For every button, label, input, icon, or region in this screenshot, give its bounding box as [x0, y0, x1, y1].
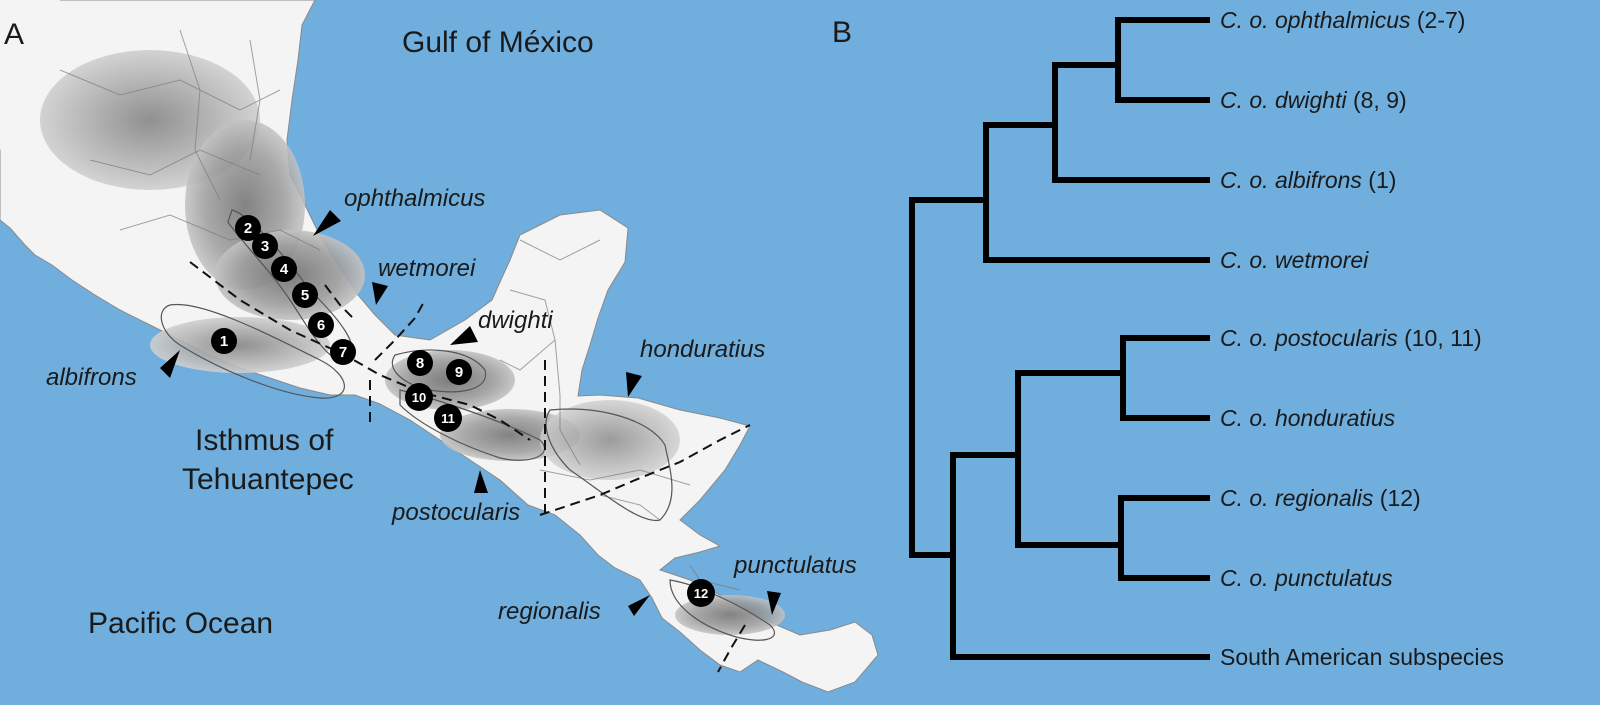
sierra-madre-sur — [150, 317, 330, 373]
panel-a-label: A — [4, 18, 24, 51]
map-panel: 1 2 3 4 5 6 7 8 9 10 11 12 A Gulf of — [0, 0, 879, 693]
arrow-regionalis — [628, 595, 650, 616]
arrow-wetmorei — [372, 282, 388, 305]
tree-panel: B — [832, 7, 1504, 670]
honduras-highlands — [540, 400, 680, 480]
svg-text:11: 11 — [441, 411, 455, 426]
label-regionalis: regionalis — [498, 598, 601, 625]
tip-label-ophthalmicus: C. o. ophthalmicus (2-7) — [1220, 7, 1465, 33]
gulf-label: Gulf of México — [402, 26, 594, 59]
tip-label-postocularis: C. o. postocularis (10, 11) — [1220, 325, 1482, 351]
svg-text:3: 3 — [261, 238, 269, 255]
site-markers: 1 2 3 4 5 6 7 8 9 10 11 12 — [211, 215, 715, 607]
arrow-ophthalmicus — [313, 210, 341, 236]
label-albifrons: albifrons — [46, 364, 137, 391]
svg-text:6: 6 — [317, 317, 325, 334]
site-marker-12: 12 — [687, 579, 715, 607]
svg-text:5: 5 — [301, 287, 309, 304]
site-marker-7: 7 — [330, 339, 356, 365]
arrow-albifrons — [160, 350, 180, 378]
arrow-postocularis — [474, 470, 488, 493]
site-marker-11: 11 — [434, 404, 462, 432]
site-marker-6: 6 — [308, 312, 334, 338]
svg-text:4: 4 — [280, 261, 289, 278]
baja-fragment — [0, 0, 60, 150]
site-marker-3: 3 — [252, 233, 278, 259]
label-ophthalmicus: ophthalmicus — [344, 185, 485, 212]
tip-label-wetmorei: C. o. wetmorei — [1220, 247, 1369, 273]
label-punctulatus: punctulatus — [733, 552, 857, 579]
panel-b-label: B — [832, 16, 852, 49]
site-marker-5: 5 — [292, 282, 318, 308]
label-wetmorei: wetmorei — [378, 255, 476, 282]
label-honduratius: honduratius — [640, 336, 765, 363]
svg-text:12: 12 — [694, 586, 708, 601]
barrier-lines — [189, 261, 751, 673]
arrow-dwighti — [450, 326, 478, 345]
pointer-arrows — [160, 210, 781, 616]
label-postocularis: postocularis — [391, 499, 520, 526]
tip-label-honduratius: C. o. honduratius — [1220, 405, 1396, 431]
arrow-punctulatus — [767, 591, 781, 615]
site-marker-1: 1 — [211, 328, 237, 354]
site-marker-9: 9 — [446, 359, 472, 385]
svg-text:9: 9 — [455, 364, 463, 381]
pacific-label: Pacific Ocean — [88, 607, 273, 640]
tree-tip-labels: C. o. ophthalmicus (2-7) C. o. dwighti (… — [1220, 7, 1504, 670]
tip-label-punctulatus: C. o. punctulatus — [1220, 565, 1393, 591]
tip-label-dwighti: C. o. dwighti (8, 9) — [1220, 87, 1407, 113]
svg-text:1: 1 — [220, 333, 228, 350]
tip-label-south-american: South American subspecies — [1220, 644, 1504, 670]
tree-branches — [909, 17, 1210, 660]
isthmus-label-line1: Isthmus of — [195, 424, 334, 457]
svg-text:7: 7 — [339, 344, 347, 361]
state-borders — [59, 29, 741, 591]
svg-text:10: 10 — [412, 390, 426, 405]
arrow-honduratius — [626, 372, 642, 397]
svg-text:8: 8 — [416, 355, 424, 372]
site-marker-8: 8 — [407, 350, 433, 376]
site-marker-10: 10 — [405, 383, 433, 411]
isthmus-label-line2: Tehuantepec — [182, 463, 354, 496]
tip-label-albifrons: C. o. albifrons (1) — [1220, 167, 1396, 193]
tip-label-regionalis: C. o. regionalis (12) — [1220, 485, 1421, 511]
svg-text:2: 2 — [244, 220, 252, 237]
label-dwighti: dwighti — [478, 307, 553, 334]
site-marker-2: 2 — [235, 215, 261, 241]
site-marker-4: 4 — [271, 256, 297, 282]
